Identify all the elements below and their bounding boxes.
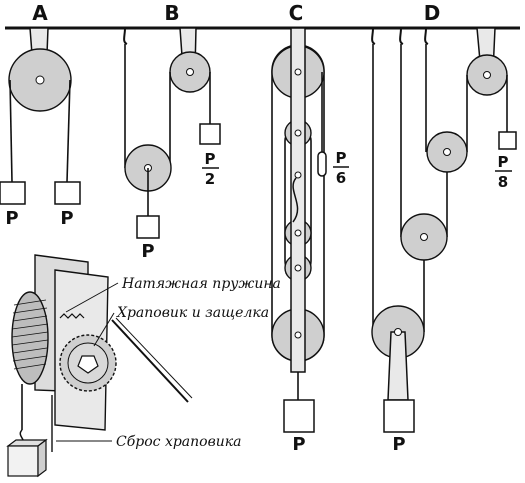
caption-pawl: Храповик и защелка — [116, 305, 269, 321]
hoist-drum — [11, 291, 49, 385]
weight-c-counter — [317, 151, 327, 177]
strap-d-bottom — [387, 331, 409, 401]
weight-d-counter — [498, 131, 517, 150]
hub-c-6 — [294, 331, 302, 339]
hub-c-2 — [294, 129, 302, 137]
counter-d-num: P — [498, 153, 509, 171]
system-d: D P 8 P — [371, 1, 517, 455]
weight-c-main — [283, 399, 315, 433]
counter-c-den: 6 — [336, 169, 346, 187]
hub-c-5 — [294, 264, 302, 272]
hook-d-3 — [424, 27, 429, 45]
weight-a-right — [54, 181, 81, 205]
weight-c-main-label: P — [292, 434, 305, 455]
rope-a-right — [66, 79, 71, 183]
pulley-d-2-hub — [443, 148, 451, 156]
label-d: D — [424, 1, 441, 25]
counter-d-den: 8 — [498, 173, 508, 191]
weight-a-left-label: P — [5, 208, 18, 229]
weight-d-main-label: P — [392, 434, 405, 455]
pulley-d-top-hub — [483, 71, 491, 79]
label-b: B — [164, 1, 179, 25]
label-c: C — [289, 1, 304, 25]
hoist-handle-edge — [115, 317, 193, 399]
system-a: A P P — [0, 1, 81, 229]
pulley-a-hub — [35, 75, 45, 85]
weight-b-main-label: P — [141, 241, 154, 262]
rope-a-left — [9, 79, 13, 183]
tension-spring — [59, 313, 85, 319]
weight-b-counter — [199, 123, 221, 145]
weight-d-main — [383, 399, 415, 433]
hoist-load — [7, 445, 39, 477]
hoist-handle — [111, 319, 189, 403]
counter-b-den: 2 — [205, 170, 215, 188]
pulley-d-4-hub — [394, 328, 402, 336]
caption-release: Сброс храповика — [116, 434, 241, 450]
ratchet-hoist: Натяжная пружина Храповик и защелка Сбро… — [6, 254, 281, 478]
weight-b-main — [136, 215, 160, 239]
counter-c-num: P — [336, 149, 347, 167]
system-b: B P P 2 — [123, 1, 221, 262]
counter-b-num: P — [205, 150, 216, 168]
leader-spring — [65, 282, 119, 313]
weight-a-left — [0, 181, 26, 205]
hook-d-1 — [371, 27, 376, 45]
hub-c-3 — [294, 171, 302, 179]
caption-spring: Натяжная пружина — [121, 276, 281, 292]
weight-a-right-label: P — [60, 208, 73, 229]
system-c: C P 6 P — [271, 1, 349, 455]
strap-c — [290, 27, 306, 373]
hub-c-1 — [294, 68, 302, 76]
pulley-b-top-hub — [186, 68, 194, 76]
link-c — [292, 177, 299, 223]
pulley-d-3-hub — [420, 233, 428, 241]
leader-pawl — [93, 312, 115, 347]
label-a: A — [32, 1, 48, 25]
hub-c-4 — [294, 229, 302, 237]
hook-d-2 — [399, 27, 404, 45]
hoist-load-side — [37, 438, 47, 478]
hook-b — [123, 27, 128, 45]
drum-windings — [11, 299, 49, 370]
ratchet-hub — [77, 355, 99, 374]
